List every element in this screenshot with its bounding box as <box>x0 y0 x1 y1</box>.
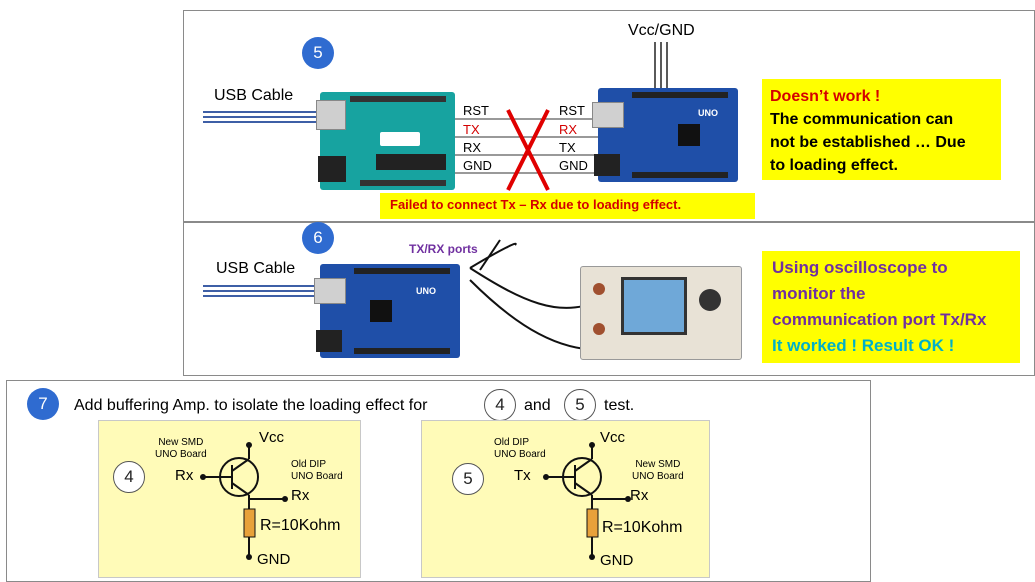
usb-cable-label-6: USB Cable <box>216 260 296 277</box>
input-board-label: Old DIP UNO Board <box>494 437 546 460</box>
pin-label-rst-right: RST <box>559 103 585 118</box>
tx-rx-ports-label: TX/RX ports <box>409 242 478 256</box>
note-line: not be established … Due <box>770 134 966 151</box>
step-7-text: Add buffering Amp. to isolate the loadin… <box>74 397 428 414</box>
power-jack-icon <box>318 156 346 182</box>
pin-label-tx-left: TX <box>463 122 480 137</box>
output-pin-label: Rx <box>291 487 310 504</box>
resistor-label: R=10Kohm <box>602 519 683 536</box>
ref-step-4: 4 <box>484 389 516 421</box>
step-6-badge: 6 <box>302 222 334 254</box>
pin-label-rst-left: RST <box>463 103 489 118</box>
vcc-gnd-label: Vcc/GND <box>628 22 695 39</box>
note-line: monitor the <box>772 284 866 303</box>
resistor-icon <box>243 508 256 538</box>
pin-label-rx-right: RX <box>559 122 578 137</box>
board-label: UNO <box>698 108 718 118</box>
power-jack-icon <box>594 154 620 176</box>
gnd-label: GND <box>600 552 634 569</box>
board-label: UNO <box>416 286 436 296</box>
knob-icon <box>593 323 605 335</box>
note-line: Using oscilloscope to <box>772 258 948 277</box>
chip-icon <box>678 124 700 146</box>
pin-label-tx-right: TX <box>559 140 576 155</box>
input-pin-label: Rx <box>175 467 194 484</box>
arduino-board-right: UNO <box>592 88 738 182</box>
resistor-label: R=10Kohm <box>260 517 341 534</box>
gnd-label: GND <box>257 551 291 568</box>
input-pin-label: Tx <box>514 467 531 484</box>
note-line: The communication can <box>770 111 954 128</box>
chip-icon <box>376 154 446 170</box>
knob-icon <box>699 289 721 311</box>
vcc-label: Vcc <box>600 429 626 446</box>
arduino-board-section-6: UNO <box>314 264 460 358</box>
ref-step-5: 5 <box>564 389 596 421</box>
usb-port-icon <box>314 278 346 304</box>
pin-label-gnd-left: GND <box>463 158 492 173</box>
output-board-label: New SMD UNO Board <box>632 459 684 482</box>
step-7-and: and <box>524 397 551 414</box>
usb-port-icon <box>316 100 346 130</box>
note-oscilloscope: Using oscilloscope to monitor the commun… <box>762 251 1020 363</box>
knob-icon <box>593 283 605 295</box>
transistor-circuit <box>200 442 288 560</box>
cross-icon <box>506 109 550 191</box>
schematic-4-number: 4 <box>113 461 145 493</box>
chip-icon <box>370 300 392 322</box>
wiring-diagram-5 <box>455 42 668 191</box>
power-jack-icon <box>316 330 342 352</box>
note-result: It worked ! Result OK ! <box>772 336 955 355</box>
input-board-label: New SMD UNO Board <box>155 437 207 460</box>
pin-label-rx-left: RX <box>463 140 482 155</box>
output-pin-label: Rx <box>630 487 649 504</box>
step-7-test: test. <box>604 397 635 414</box>
transistor-circuit <box>543 442 631 560</box>
step-5-badge: 5 <box>302 37 334 69</box>
usb-cable-label-5: USB Cable <box>214 87 294 104</box>
note-line: to loading effect. <box>770 157 898 174</box>
pin-label-gnd-right: GND <box>559 158 588 173</box>
schematic-5: 5 Old DIP UNO Board Tx Vcc New SMD UNO B… <box>421 420 710 578</box>
schematic-5-number: 5 <box>452 463 484 495</box>
schematic-4: 4 New SMD UNO Board Rx Vcc Old DIP UNO B… <box>98 420 361 578</box>
oscilloscope-screen <box>621 277 687 335</box>
note-line: communication port Tx/Rx <box>772 310 987 329</box>
oscilloscope-icon <box>580 266 742 360</box>
note-title: Doesn’t work ! <box>770 88 881 105</box>
failure-caption: Failed to connect Tx – Rx due to loading… <box>380 193 755 219</box>
resistor-icon <box>586 508 599 538</box>
output-board-label: Old DIP UNO Board <box>291 459 343 482</box>
note-doesnt-work: Doesn’t work ! The communication can not… <box>762 79 1001 180</box>
usb-port-icon <box>592 102 624 128</box>
arduino-board-left <box>316 92 455 190</box>
step-7-badge: 7 <box>27 388 59 420</box>
vcc-label: Vcc <box>259 429 285 446</box>
